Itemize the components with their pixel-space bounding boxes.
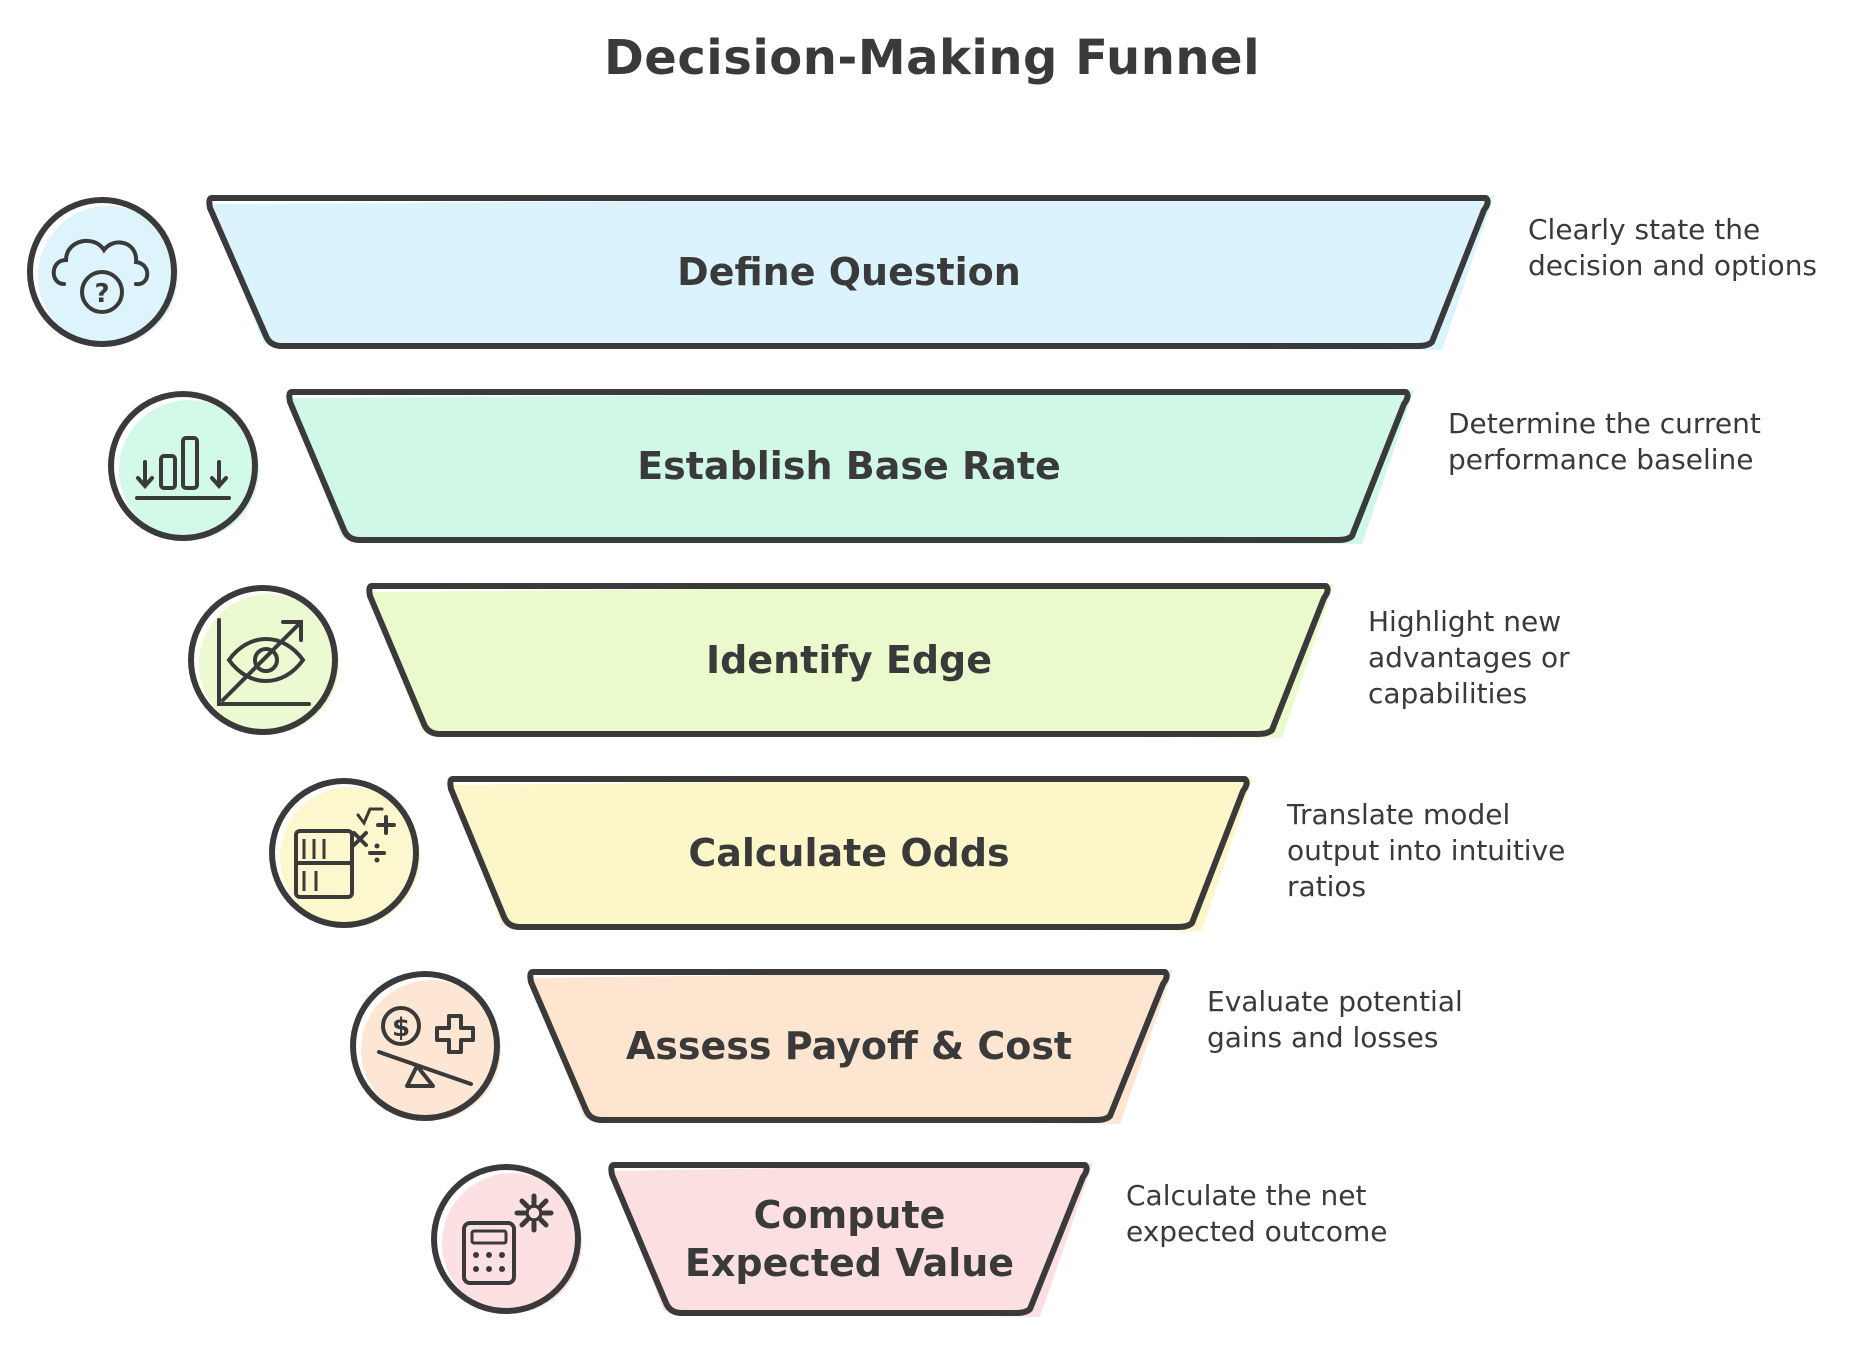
diagram-title: Decision-Making Funnel <box>603 30 1261 86</box>
balance-dollar-icon: $ <box>377 1006 475 1088</box>
stage-description: Evaluate potential gains and losses <box>1207 985 1463 1054</box>
stage-fill <box>529 970 1173 1124</box>
stage-label: Define Question <box>677 250 1021 294</box>
stage-icon-badge <box>269 778 420 928</box>
stage-outline <box>286 389 1411 543</box>
stage-fill <box>208 196 1494 350</box>
svg-text:?: ? <box>94 279 109 309</box>
stage-label: Identify Edge <box>706 638 992 682</box>
bar-chart-icon <box>135 436 231 500</box>
stage-label: Expected Value <box>685 1241 1014 1285</box>
stage-description: Clearly state the decision and options <box>1528 213 1818 282</box>
stage-outline <box>366 583 1331 737</box>
funnel-stage-4: Calculate Odds <box>269 776 1253 931</box>
stage-description: Translate model output into intuitive ra… <box>1287 798 1566 903</box>
stage-icon-badge <box>188 585 339 735</box>
stage-icon-badge: $ <box>350 971 501 1121</box>
stage-icon-badge <box>108 391 259 541</box>
eye-chart-icon <box>217 618 311 706</box>
stage-outline <box>447 776 1250 930</box>
stage-fill <box>610 1163 1093 1317</box>
stage-outline <box>527 969 1170 1123</box>
funnel-stage-1: Define Question? <box>27 195 1494 350</box>
stage-icon-badge <box>431 1164 582 1314</box>
stage-description: Determine the current performance baseli… <box>1448 407 1761 476</box>
math-operations-icon <box>294 807 396 899</box>
stage-outline <box>206 195 1491 349</box>
stage-description: Highlight new advantages or capabilities <box>1368 605 1570 710</box>
svg-text:$: $ <box>392 1013 410 1043</box>
funnel-stage-3: Identify Edge <box>188 583 1334 738</box>
stage-label: Compute <box>754 1193 946 1237</box>
stage-fill <box>449 777 1253 931</box>
stage-outline <box>608 1162 1090 1316</box>
stage-icon-badge: ? <box>27 197 178 347</box>
stage-label: Establish Base Rate <box>637 444 1061 488</box>
cloud-question-icon: ? <box>51 239 150 314</box>
funnel-stage-2: Establish Base Rate <box>108 389 1414 544</box>
stage-description: Calculate the net expected outcome <box>1126 1179 1388 1248</box>
stage-fill <box>288 390 1414 544</box>
funnel-stage-5: Assess Payoff & Cost $ <box>350 969 1173 1124</box>
stage-label: Assess Payoff & Cost <box>626 1024 1072 1068</box>
calculator-gear-icon <box>462 1193 554 1285</box>
stage-fill <box>368 584 1334 738</box>
stage-label: Calculate Odds <box>688 831 1009 875</box>
